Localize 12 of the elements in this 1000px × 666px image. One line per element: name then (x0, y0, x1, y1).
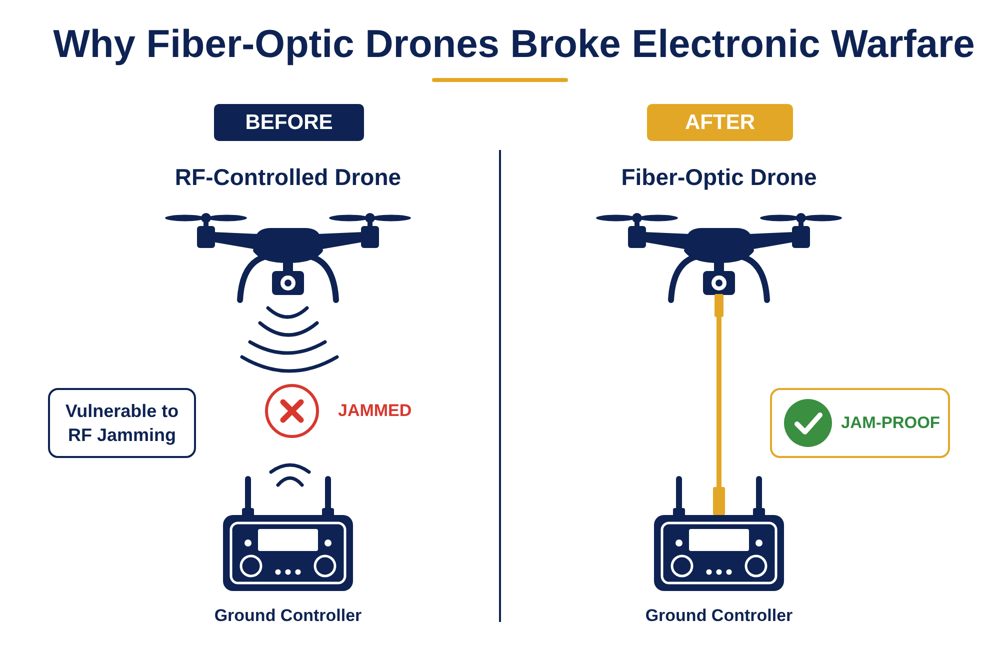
controller-label: Ground Controller (645, 605, 793, 627)
fiber-cable (716, 317, 722, 475)
title: Why Fiber-Optic Drones Broke Electronic Warfare (52, 22, 976, 68)
callout-box (770, 388, 950, 458)
callout-box: Vulnerable to RF Jamming (48, 388, 196, 458)
section-tag: AFTER (647, 104, 793, 141)
section-tag: BEFORE (214, 104, 364, 141)
section-heading: Fiber-Optic Drone (621, 163, 817, 191)
controller-label: Ground Controller (214, 605, 362, 627)
status-text: JAM-PROOF (841, 413, 940, 434)
section-heading: RF-Controlled Drone (174, 163, 402, 191)
status-text: JAMMED (338, 400, 412, 422)
